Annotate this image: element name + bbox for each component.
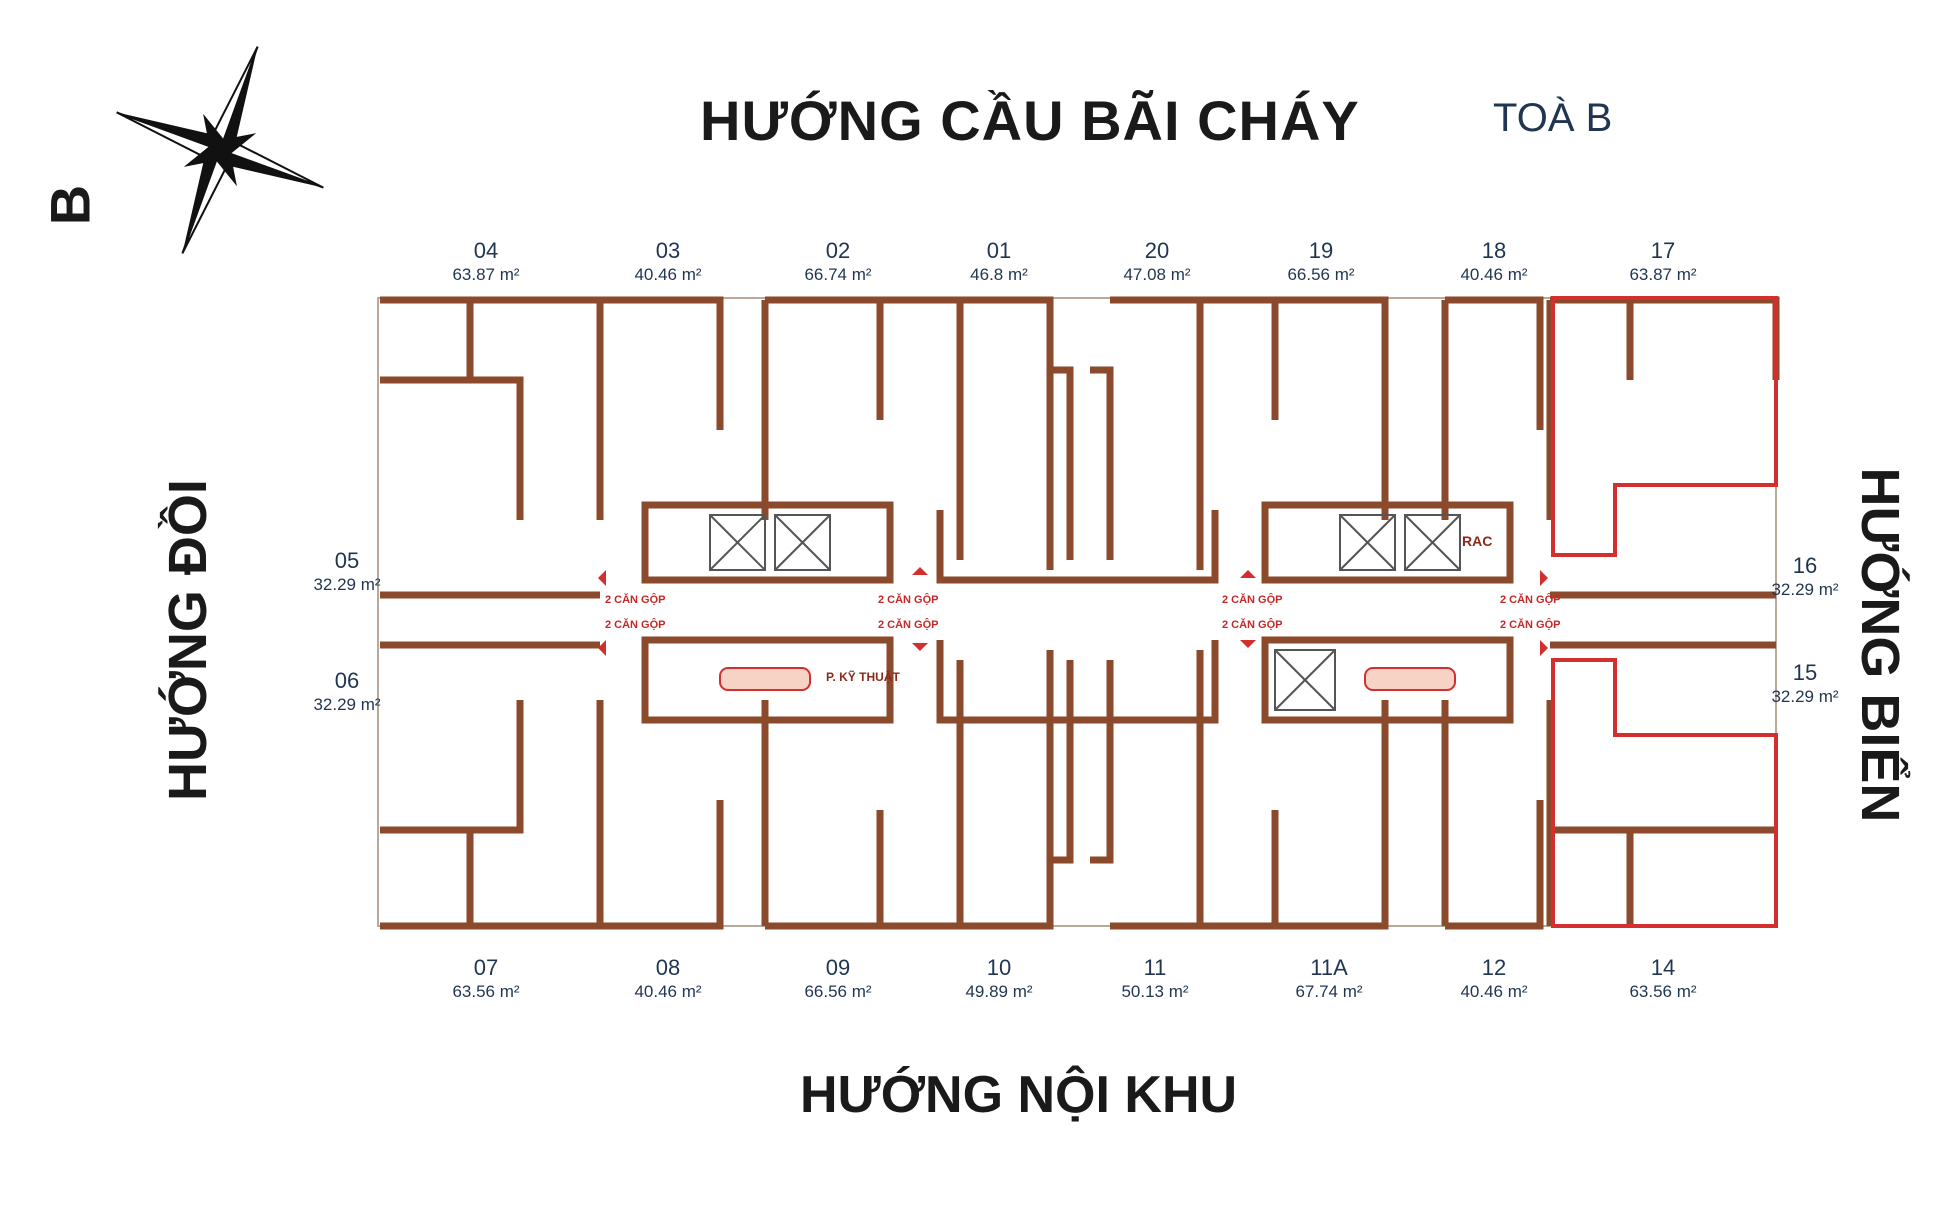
combine-label-left-upper: 2 CĂN GỘP <box>605 594 666 606</box>
combine-label-center-left-upper: 2 CĂN GỘP <box>878 594 939 606</box>
combine-label-left-lower: 2 CĂN GỘP <box>605 619 666 631</box>
trash-room-label: RAC <box>1462 533 1493 549</box>
combine-label-center-right-upper: 2 CĂN GỘP <box>1222 594 1283 606</box>
combine-label-center-right-lower: 2 CĂN GỘP <box>1222 619 1283 631</box>
compass-north-label: B <box>38 184 102 226</box>
technical-room-label: P. KỸ THUẬT <box>826 670 900 684</box>
combine-label-right-upper: 2 CĂN GỘP <box>1500 594 1561 606</box>
combine-label-center-left-lower: 2 CĂN GỘP <box>878 619 939 631</box>
right-direction-label: HƯỚNG BIỂN <box>1850 467 1910 823</box>
building-label: TOÀ B <box>1493 96 1613 140</box>
left-direction-label: HƯỚNG ĐỒI <box>158 479 218 801</box>
bottom-direction-label: HƯỚNG NỘI KHU <box>800 1066 1238 1124</box>
plan-title: HƯỚNG CẦU BÃI CHÁY <box>700 89 1360 152</box>
combine-label-right-lower: 2 CĂN GỘP <box>1500 619 1561 631</box>
